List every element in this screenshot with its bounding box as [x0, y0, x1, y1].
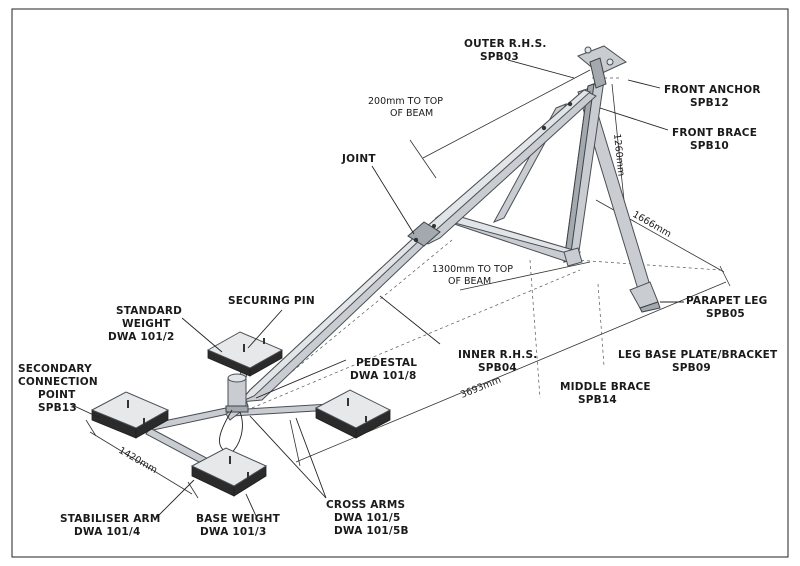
- dimension-lines: [85, 69, 731, 499]
- labels: OUTER R.H.S. SPB03 FRONT ANCHOR SPB12 FR…: [18, 38, 781, 538]
- label-outer-rhs: OUTER R.H.S. SPB03: [464, 38, 550, 63]
- label-front-brace: FRONT BRACE SPB10: [672, 127, 761, 152]
- label-parapet-leg: PARAPET LEG SPB05: [686, 295, 771, 320]
- main-beam: [238, 45, 627, 403]
- label-leg-base-plate: LEG BASE PLATE/BRACKET SPB09: [618, 349, 781, 374]
- label-base-weight: BASE WEIGHT DWA 101/3: [196, 513, 284, 538]
- label-inner-rhs: INNER R.H.S. SPB04: [458, 349, 541, 374]
- label-1300mm-top-beam: 1300mm TO TOP OF BEAM: [432, 264, 516, 287]
- dimension-labels: 1260mm 1666mm 3693mm 1420mm: [117, 133, 673, 476]
- label-middle-brace: MIDDLE BRACE SPB14: [560, 381, 655, 406]
- label-200mm-top-beam: 200mm TO TOP OF BEAM: [368, 96, 446, 119]
- label-standard-weight: STANDARD WEIGHT DWA 101/2: [108, 305, 186, 343]
- label-joint: JOINT: [341, 153, 376, 165]
- label-secondary-connection: SECONDARY CONNECTION POINT SPB13: [18, 363, 102, 414]
- dim-1666mm: 1666mm: [631, 209, 673, 240]
- parapet-leg-assembly: [434, 79, 661, 313]
- weights: [90, 331, 392, 497]
- leader-lines: [69, 59, 684, 519]
- label-front-anchor: FRONT ANCHOR SPB12: [664, 84, 764, 109]
- dim-3693mm: 3693mm: [459, 375, 503, 401]
- dim-1260mm: 1260mm: [611, 133, 626, 177]
- dim-1420mm: 1420mm: [117, 445, 159, 476]
- label-cross-arms: CROSS ARMS DWA 101/5 DWA 101/5B: [326, 499, 409, 537]
- drawing-frame: [11, 8, 789, 558]
- label-stabiliser-arm: STABILISER ARM DWA 101/4: [60, 513, 164, 538]
- label-securing-pin: SECURING PIN: [228, 295, 315, 307]
- label-pedestal: PEDESTAL DWA 101/8: [350, 357, 421, 382]
